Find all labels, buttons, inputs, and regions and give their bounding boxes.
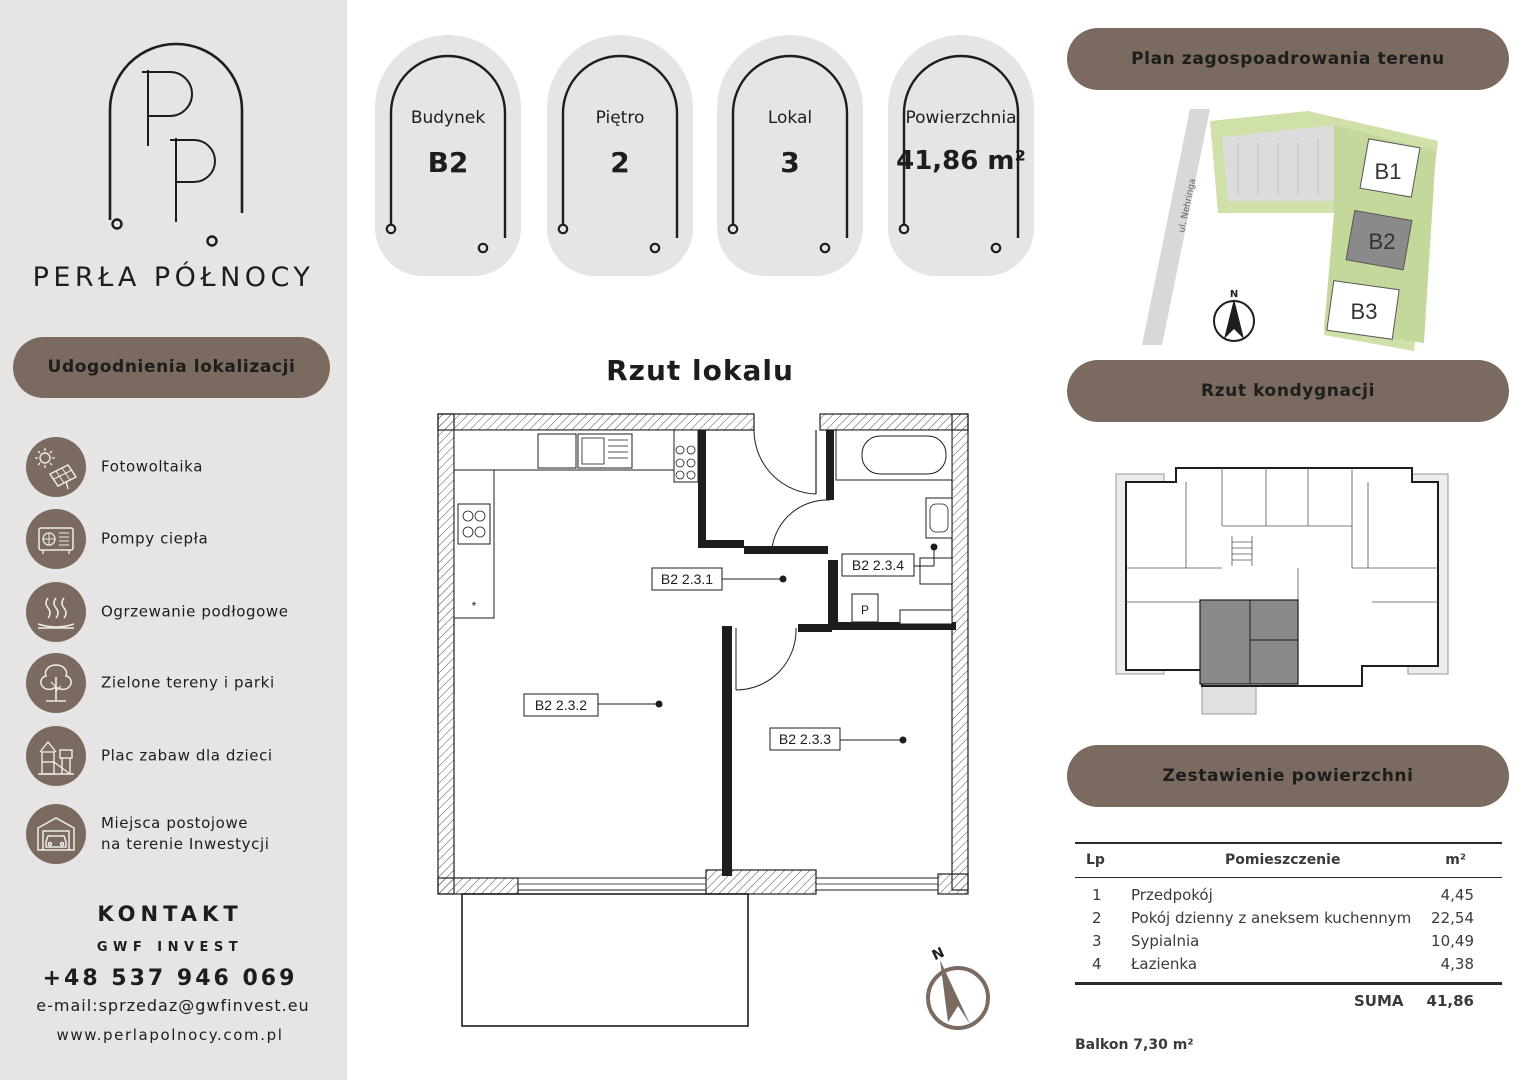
amenity-label: Ogrzewanie podłogowe xyxy=(101,602,289,621)
amenity-floor-heating: Ogrzewanie podłogowe xyxy=(26,582,336,642)
solar-panel-icon xyxy=(26,437,86,497)
phone-number[interactable]: +48 537 946 069 xyxy=(42,966,298,991)
card-value: 41,86 m² xyxy=(896,146,1026,176)
row-area: 10,49 xyxy=(1431,932,1474,950)
floor-heating-icon xyxy=(26,582,86,642)
info-card-area: Powierzchnia 41,86 m² xyxy=(880,28,1042,276)
row-room: Sypialnia xyxy=(1131,932,1200,950)
amenity-label: Plac zabaw dla dzieci xyxy=(101,746,273,765)
card-value: 3 xyxy=(780,146,800,179)
site-compass-letter: N xyxy=(1230,289,1238,300)
pp-logo xyxy=(108,42,244,247)
amenity-label: Miejsca postojowe na terenie Inwestycji xyxy=(101,813,270,855)
balcony-area: Balkon 7,30 m² xyxy=(1075,1037,1194,1053)
playground-icon xyxy=(26,726,86,786)
site-plan-map: ul. Nehringa B1 B2 B3 N xyxy=(1138,103,1440,353)
compass-icon: N xyxy=(926,945,990,1030)
areas-heading: Zestawienie powierzchni xyxy=(1067,745,1509,807)
row-lp: 2 xyxy=(1092,909,1102,927)
compass-letter: N xyxy=(930,945,947,964)
amenity-label: Pompy ciepła xyxy=(101,529,209,548)
header-unit: m² xyxy=(1445,852,1466,868)
info-card-unit: Lokal 3 xyxy=(709,28,871,276)
header-lp: Lp xyxy=(1086,852,1105,868)
table-bottom-rule xyxy=(1075,982,1502,985)
row-room: Pokój dzienny z aneksem kuchennym xyxy=(1131,909,1412,927)
room-tag-3: B2 2.3.3 xyxy=(779,731,831,747)
svg-text:P: P xyxy=(861,603,869,617)
row-area: 4,38 xyxy=(1440,955,1474,973)
sum-label: SUMA xyxy=(1354,992,1404,1010)
row-room: Łazienka xyxy=(1131,955,1198,973)
floor-plan-mini xyxy=(1115,467,1449,715)
amenity-label: Fotowoltaika xyxy=(101,457,203,476)
site-plan-heading: Plan zagospoadrowania terenu xyxy=(1067,28,1509,90)
contact-heading: KONTAKT xyxy=(97,902,243,926)
card-label: Powierzchnia xyxy=(905,108,1017,128)
unit-floor-plan: * P B2 2.3.1 B2 2.3.2 B2 2.3.3 B2 2.3.4 xyxy=(437,413,969,1027)
svg-text:*: * xyxy=(472,599,477,613)
room-tag-4: B2 2.3.4 xyxy=(852,557,904,573)
floor-plan-heading: Rzut kondygnacji xyxy=(1067,360,1509,422)
row-lp: 3 xyxy=(1092,932,1102,950)
table-header-rule xyxy=(1075,877,1502,878)
amenity-label-line1: Miejsca postojowe xyxy=(101,814,249,832)
row-area: 22,54 xyxy=(1431,909,1474,927)
amenity-playground: Plac zabaw dla dzieci xyxy=(26,726,336,786)
garage-icon xyxy=(26,804,86,864)
tree-icon xyxy=(26,653,86,713)
sum-value: 41,86 xyxy=(1426,992,1474,1010)
room-tag-1: B2 2.3.1 xyxy=(661,571,713,587)
website-link[interactable]: www.perlapolnocy.com.pl xyxy=(56,1026,284,1044)
building-b1: B1 xyxy=(1375,159,1402,184)
amenity-green-areas: Zielone tereny i parki xyxy=(26,653,336,713)
amenity-label-line2: na terenie Inwestycji xyxy=(101,835,270,853)
table-row: 4 Łazienka 4,38 xyxy=(1075,955,1502,978)
card-label: Lokal xyxy=(767,108,813,128)
amenity-heat-pumps: Pompy ciepła xyxy=(26,509,336,569)
table-top-rule xyxy=(1075,842,1502,844)
table-sum-row: SUMA 41,86 xyxy=(1075,992,1502,1015)
row-lp: 4 xyxy=(1092,955,1102,973)
amenity-label: Zielone tereny i parki xyxy=(101,673,275,692)
info-card-floor: Piętro 2 xyxy=(539,28,701,276)
table-row: 3 Sypialnia 10,49 xyxy=(1075,932,1502,955)
row-room: Przedpokój xyxy=(1131,886,1213,904)
sidebar: PERŁA PÓŁNOCY Udogodnienia lokalizacji F… xyxy=(0,0,347,1080)
table-header: Lp Pomieszczenie m² xyxy=(1075,852,1502,875)
row-area: 4,45 xyxy=(1440,886,1474,904)
unit-plan-title: Rzut lokalu xyxy=(606,354,794,387)
heat-pump-icon xyxy=(26,509,86,569)
row-lp: 1 xyxy=(1092,886,1102,904)
amenity-photovoltaics: Fotowoltaika xyxy=(26,437,336,497)
building-b2: B2 xyxy=(1369,229,1396,254)
company-name: GWF INVEST xyxy=(96,940,244,955)
table-row: 1 Przedpokój 4,45 xyxy=(1075,886,1502,909)
card-value: B2 xyxy=(427,146,469,179)
table-row: 2 Pokój dzienny z aneksem kuchennym 22,5… xyxy=(1075,909,1502,932)
info-card-building: Budynek B2 xyxy=(367,28,529,276)
amenities-heading: Udogodnienia lokalizacji xyxy=(13,337,330,398)
card-label: Budynek xyxy=(410,108,486,128)
header-room: Pomieszczenie xyxy=(1225,852,1341,868)
card-value: 2 xyxy=(610,146,630,179)
brand-name: PERŁA PÓŁNOCY xyxy=(32,262,315,293)
room-tag-2: B2 2.3.2 xyxy=(535,697,587,713)
email-address[interactable]: e-mail:sprzedaz@gwfinvest.eu xyxy=(36,996,310,1015)
building-b3: B3 xyxy=(1351,299,1378,324)
amenity-parking: Miejsca postojowe na terenie Inwestycji xyxy=(26,804,336,864)
card-label: Piętro xyxy=(595,108,645,128)
